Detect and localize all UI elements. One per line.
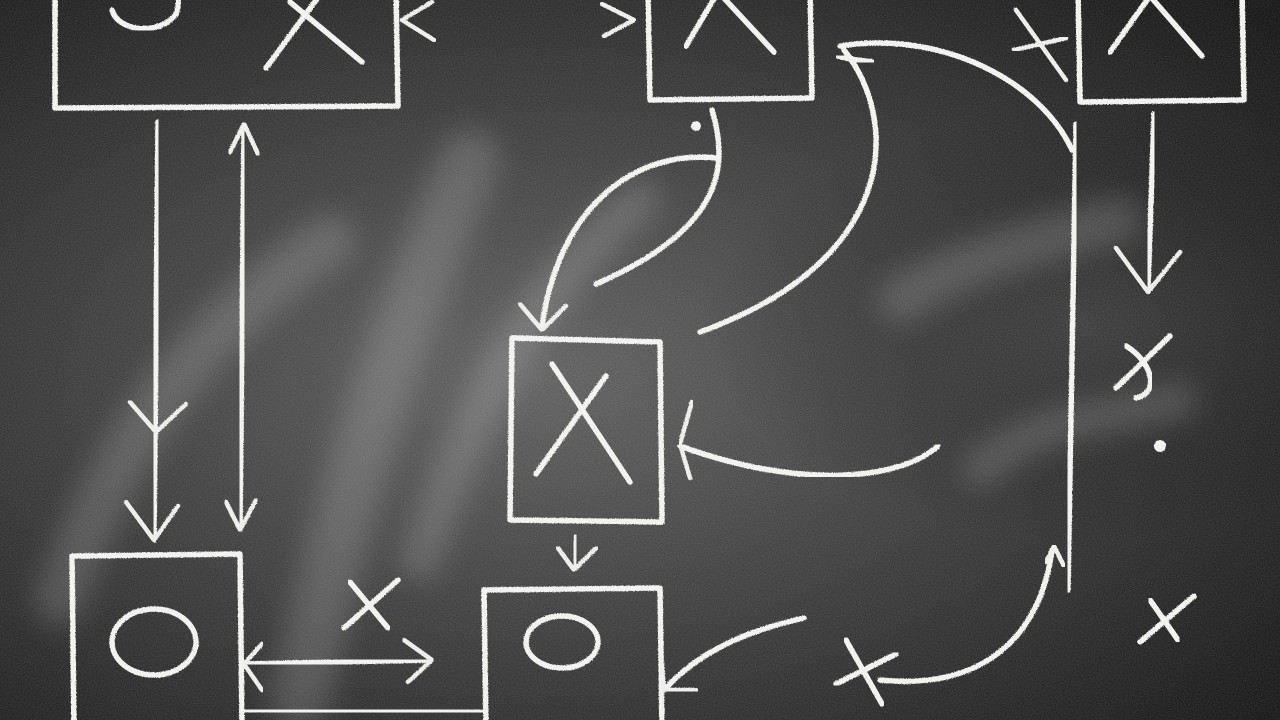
box-bottom-left xyxy=(69,551,245,720)
box-top-center xyxy=(645,0,815,103)
box-bottom-center xyxy=(481,585,665,720)
arrow-big-curve xyxy=(697,40,1075,335)
box-top-right xyxy=(1075,0,1247,105)
circle-mark xyxy=(523,613,601,671)
circle-mark xyxy=(109,606,199,678)
arrow-bottom-horizontal xyxy=(241,637,485,715)
box-top-left xyxy=(52,0,401,111)
x-mark xyxy=(1107,0,1205,59)
x-mark xyxy=(533,361,633,485)
x-mark-bottom-left xyxy=(341,577,401,631)
arrow-top-horizontal xyxy=(399,0,637,43)
arrow-into-center xyxy=(677,399,941,481)
x-mark xyxy=(683,0,777,55)
arrow-small-down xyxy=(555,533,599,573)
chalk-dot xyxy=(691,121,701,131)
arrow-right-down xyxy=(1113,111,1183,295)
arrow-bottom-curve xyxy=(659,543,1067,693)
x-mark-bottom-right xyxy=(1137,593,1197,645)
x-mark-bottom-middle xyxy=(833,637,899,707)
line-right-vertical xyxy=(1065,121,1079,593)
box-center xyxy=(507,335,665,525)
arrow-curve-to-center xyxy=(517,107,722,333)
circle-mark xyxy=(109,0,182,32)
x-mark-right xyxy=(1113,333,1173,452)
arrow-left-updown xyxy=(223,121,261,533)
x-mark-top-right-diag xyxy=(1011,7,1069,83)
x-mark xyxy=(263,0,365,71)
arrow-left-down xyxy=(123,119,189,543)
